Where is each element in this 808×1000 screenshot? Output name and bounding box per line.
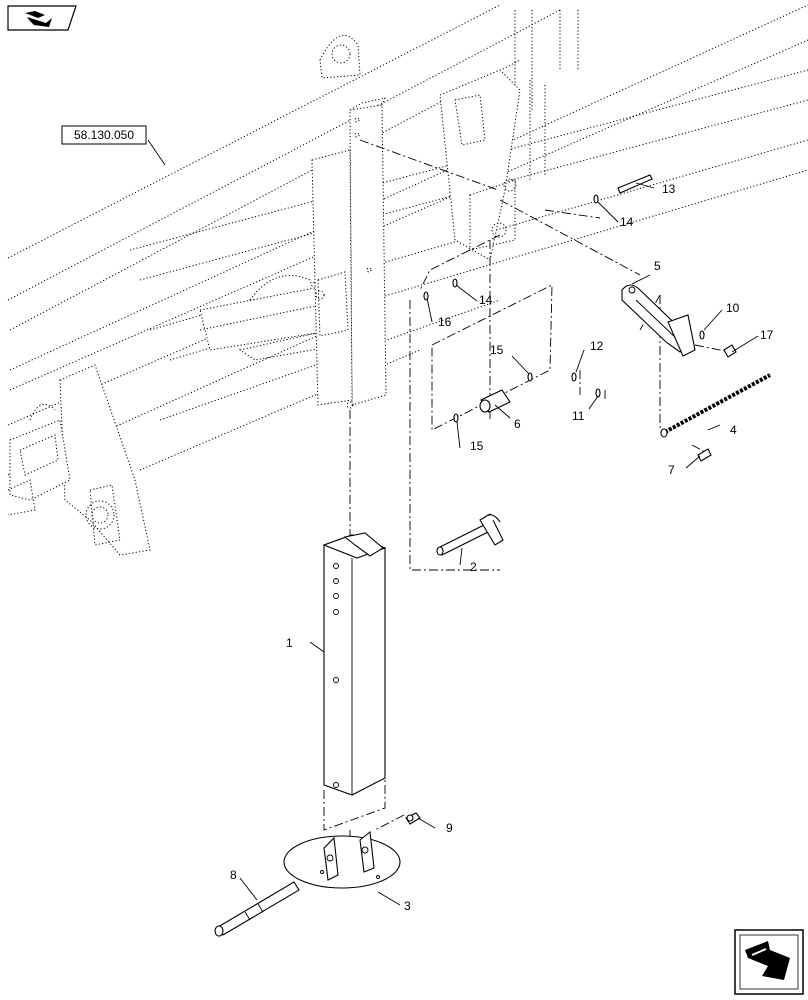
jack-stand-tube bbox=[322, 532, 387, 796]
callout-1: 1 bbox=[286, 636, 293, 650]
callout-5: 5 bbox=[654, 259, 661, 273]
callout-12: 12 bbox=[590, 339, 604, 353]
callout-14-lower: 14 bbox=[479, 293, 493, 307]
folder-arrow-icon[interactable] bbox=[7, 5, 77, 31]
bushing bbox=[479, 389, 511, 413]
callout-3: 3 bbox=[404, 899, 411, 913]
callout-11: 11 bbox=[572, 409, 585, 423]
callout-14-upper: 14 bbox=[620, 215, 634, 229]
header-frame bbox=[7, 4, 808, 556]
long-pin bbox=[214, 881, 300, 937]
callout-2: 2 bbox=[470, 560, 477, 574]
leader-lines bbox=[147, 139, 759, 906]
reference-label: 58.130.050 bbox=[74, 128, 134, 142]
return-arrow-icon[interactable] bbox=[734, 929, 804, 995]
fasteners bbox=[423, 174, 737, 462]
callout-10: 10 bbox=[726, 301, 740, 315]
callout-labels: 1 2 3 4 5 6 7 8 9 10 11 12 13 14 14 15 1… bbox=[230, 182, 774, 913]
callout-15-upper: 15 bbox=[490, 343, 504, 357]
reference-callout[interactable]: 58.130.050 bbox=[61, 125, 147, 145]
chain bbox=[660, 373, 771, 438]
callout-7: 7 bbox=[668, 463, 675, 477]
t-handle-pin bbox=[436, 513, 504, 556]
callout-13: 13 bbox=[662, 182, 676, 196]
callout-17: 17 bbox=[760, 328, 774, 342]
callout-16: 16 bbox=[438, 315, 452, 329]
latch-bracket bbox=[621, 284, 696, 357]
callout-8: 8 bbox=[230, 868, 237, 882]
mount-plate-holes bbox=[354, 117, 360, 138]
foot-plate bbox=[283, 830, 401, 889]
callout-4: 4 bbox=[730, 423, 737, 437]
callout-9: 9 bbox=[446, 821, 453, 835]
callout-15-lower: 15 bbox=[470, 439, 484, 453]
bolt-9 bbox=[405, 812, 421, 825]
callout-6: 6 bbox=[514, 417, 521, 431]
